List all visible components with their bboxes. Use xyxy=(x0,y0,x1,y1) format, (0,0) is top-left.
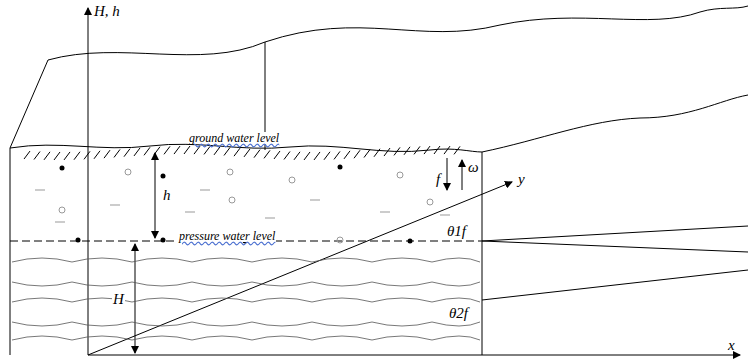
hatch-tick xyxy=(234,148,240,156)
hatch-tick xyxy=(54,152,60,160)
axis-label: x xyxy=(728,338,735,353)
axis-label: y xyxy=(518,172,525,187)
axis-label: H, h xyxy=(94,4,120,19)
hatch-tick xyxy=(384,148,390,156)
stratum-line xyxy=(12,298,480,302)
hatch-tick xyxy=(34,152,40,160)
hatch-tick xyxy=(24,151,30,159)
layer-label: θ1f xyxy=(446,224,467,239)
hatch-tick xyxy=(444,146,450,154)
pore-circle xyxy=(427,199,433,205)
hatch-tick xyxy=(194,146,200,154)
hatch-tick xyxy=(94,151,100,159)
hatch-tick xyxy=(304,152,310,160)
water-dash xyxy=(440,215,450,216)
particle-dot xyxy=(338,165,343,170)
hatch-tick xyxy=(114,149,120,157)
layer-label: θ2f xyxy=(448,306,469,321)
water-dash xyxy=(380,212,390,213)
hatch-tick xyxy=(354,150,360,158)
hatch-tick xyxy=(204,146,210,154)
hatch-tick xyxy=(434,146,440,154)
hatch-tick xyxy=(294,152,300,160)
hatch-tick xyxy=(84,151,90,159)
surface-hatching xyxy=(24,146,460,160)
hatch-tick xyxy=(394,147,400,155)
hatch-tick xyxy=(154,147,160,155)
hatch-tick xyxy=(404,147,410,155)
hatch-tick xyxy=(244,149,250,157)
hatch-tick xyxy=(254,150,260,158)
water-dash xyxy=(265,218,275,219)
flux-label: ω xyxy=(468,160,479,175)
hatch-tick xyxy=(124,149,130,157)
particle-dot xyxy=(60,166,65,171)
stratum-line xyxy=(12,258,480,262)
hatch-tick xyxy=(264,150,270,158)
hatch-tick xyxy=(134,148,140,156)
soil-particles xyxy=(35,165,450,244)
hatch-tick xyxy=(284,151,290,159)
pore-circle xyxy=(59,207,65,213)
hatch-tick xyxy=(224,147,230,155)
hatch-tick xyxy=(314,152,320,160)
water-dash xyxy=(55,222,65,223)
water-dash xyxy=(110,205,120,206)
level-label: ground water level xyxy=(188,132,280,144)
pore-circle xyxy=(289,177,295,183)
pore-circle xyxy=(125,169,131,175)
hatch-tick xyxy=(374,149,380,157)
particle-dot xyxy=(408,239,413,244)
water-dash xyxy=(200,190,210,191)
dimension-label: h xyxy=(162,188,172,203)
hatch-tick xyxy=(44,152,50,160)
water-dash xyxy=(310,200,320,201)
water-dash xyxy=(35,190,45,191)
pore-circle xyxy=(337,237,343,243)
particle-dot xyxy=(161,238,166,243)
hatch-tick xyxy=(364,150,370,158)
stratum-line xyxy=(12,322,480,326)
hatch-tick xyxy=(214,147,220,155)
hatch-tick xyxy=(414,146,420,154)
hatch-tick xyxy=(184,146,190,154)
hatch-tick xyxy=(324,152,330,160)
hatch-tick xyxy=(64,152,70,160)
particle-dot xyxy=(161,174,166,179)
level-label: pressure water level xyxy=(178,230,276,242)
stratum-lines xyxy=(12,258,480,340)
water-dash xyxy=(185,212,195,213)
hatch-tick xyxy=(174,146,180,154)
pore-circle xyxy=(229,197,235,203)
stratum-line xyxy=(12,336,480,340)
flux-label: f xyxy=(436,172,440,187)
hatch-tick xyxy=(334,151,340,159)
hatch-tick xyxy=(104,150,110,158)
pore-circle xyxy=(397,172,403,178)
stratum-line xyxy=(12,282,480,286)
hatch-tick xyxy=(164,146,170,154)
hatch-tick xyxy=(424,146,430,154)
hatch-tick xyxy=(74,152,80,160)
hatch-tick xyxy=(144,147,150,155)
hatch-tick xyxy=(274,151,280,159)
dimension-label: H xyxy=(112,292,125,307)
hatch-tick xyxy=(454,146,460,154)
pore-circle xyxy=(227,169,233,175)
particle-dot xyxy=(76,238,81,243)
hatch-tick xyxy=(344,151,350,159)
